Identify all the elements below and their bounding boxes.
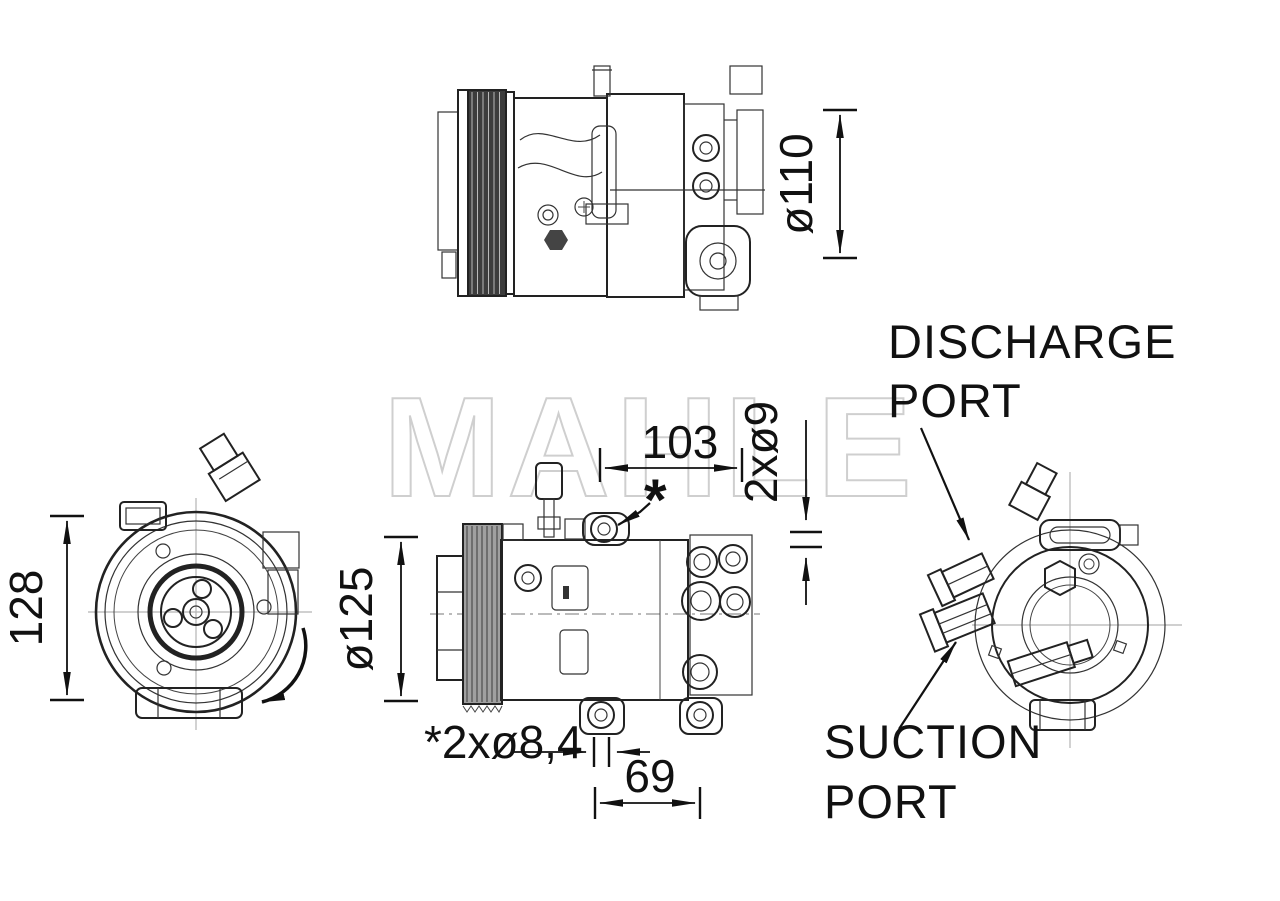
view-side-top <box>437 65 765 311</box>
dim-label-110: ø110 <box>770 133 822 234</box>
discharge-leader-arrow <box>919 427 971 541</box>
suction-line2: PORT <box>824 775 958 828</box>
dim-mount-span-bottom: 69 <box>593 750 702 819</box>
rear-connector <box>1007 461 1058 522</box>
dim-mount-hole-bottom: *2xø8,4 <box>424 716 650 768</box>
hex-fitting <box>1044 559 1076 597</box>
dim-body-height-front: 128 <box>0 514 84 702</box>
suction-port-label: SUCTION PORT <box>824 641 1043 828</box>
dim-label-2x84: *2xø8,4 <box>424 716 583 768</box>
view-rear-ports <box>918 461 1182 748</box>
mahle-watermark: MAHLE <box>383 368 918 527</box>
asterisk-label: * <box>644 468 667 533</box>
suction-fitting <box>918 592 996 653</box>
dim-label-128: 128 <box>0 570 52 647</box>
footnote-marker: * <box>617 468 667 533</box>
pulley-ribbed-side <box>467 89 507 297</box>
dim-label-103: 103 <box>642 416 719 468</box>
view-front-pulley <box>88 432 312 730</box>
suction-line1: SUCTION <box>824 715 1043 768</box>
discharge-port-label: DISCHARGE PORT <box>888 315 1176 541</box>
dim-mount-hole-top: 2xø9 <box>735 401 822 605</box>
hex-bolt <box>544 230 568 250</box>
discharge-line1: DISCHARGE <box>888 315 1176 368</box>
lower-fitting <box>1006 638 1094 688</box>
view-side-center <box>430 462 760 735</box>
dim-pulley-diameter-side: ø110 <box>770 108 857 260</box>
discharge-line2: PORT <box>888 374 1022 427</box>
dim-label-2x9: 2xø9 <box>735 401 787 503</box>
rotation-arrow-icon <box>261 627 308 704</box>
suction-leader-arrow <box>898 641 957 730</box>
dim-mount-span-top: 103 <box>598 416 744 482</box>
dim-label-69: 69 <box>624 750 675 802</box>
dim-label-125: ø125 <box>330 567 382 672</box>
discharge-fitting <box>926 552 995 608</box>
asterisk-leader-arrow <box>617 502 651 526</box>
dim-pulley-diameter-front: ø125 <box>330 535 418 703</box>
clutch-ring <box>147 563 245 661</box>
electrical-connector <box>198 432 262 503</box>
